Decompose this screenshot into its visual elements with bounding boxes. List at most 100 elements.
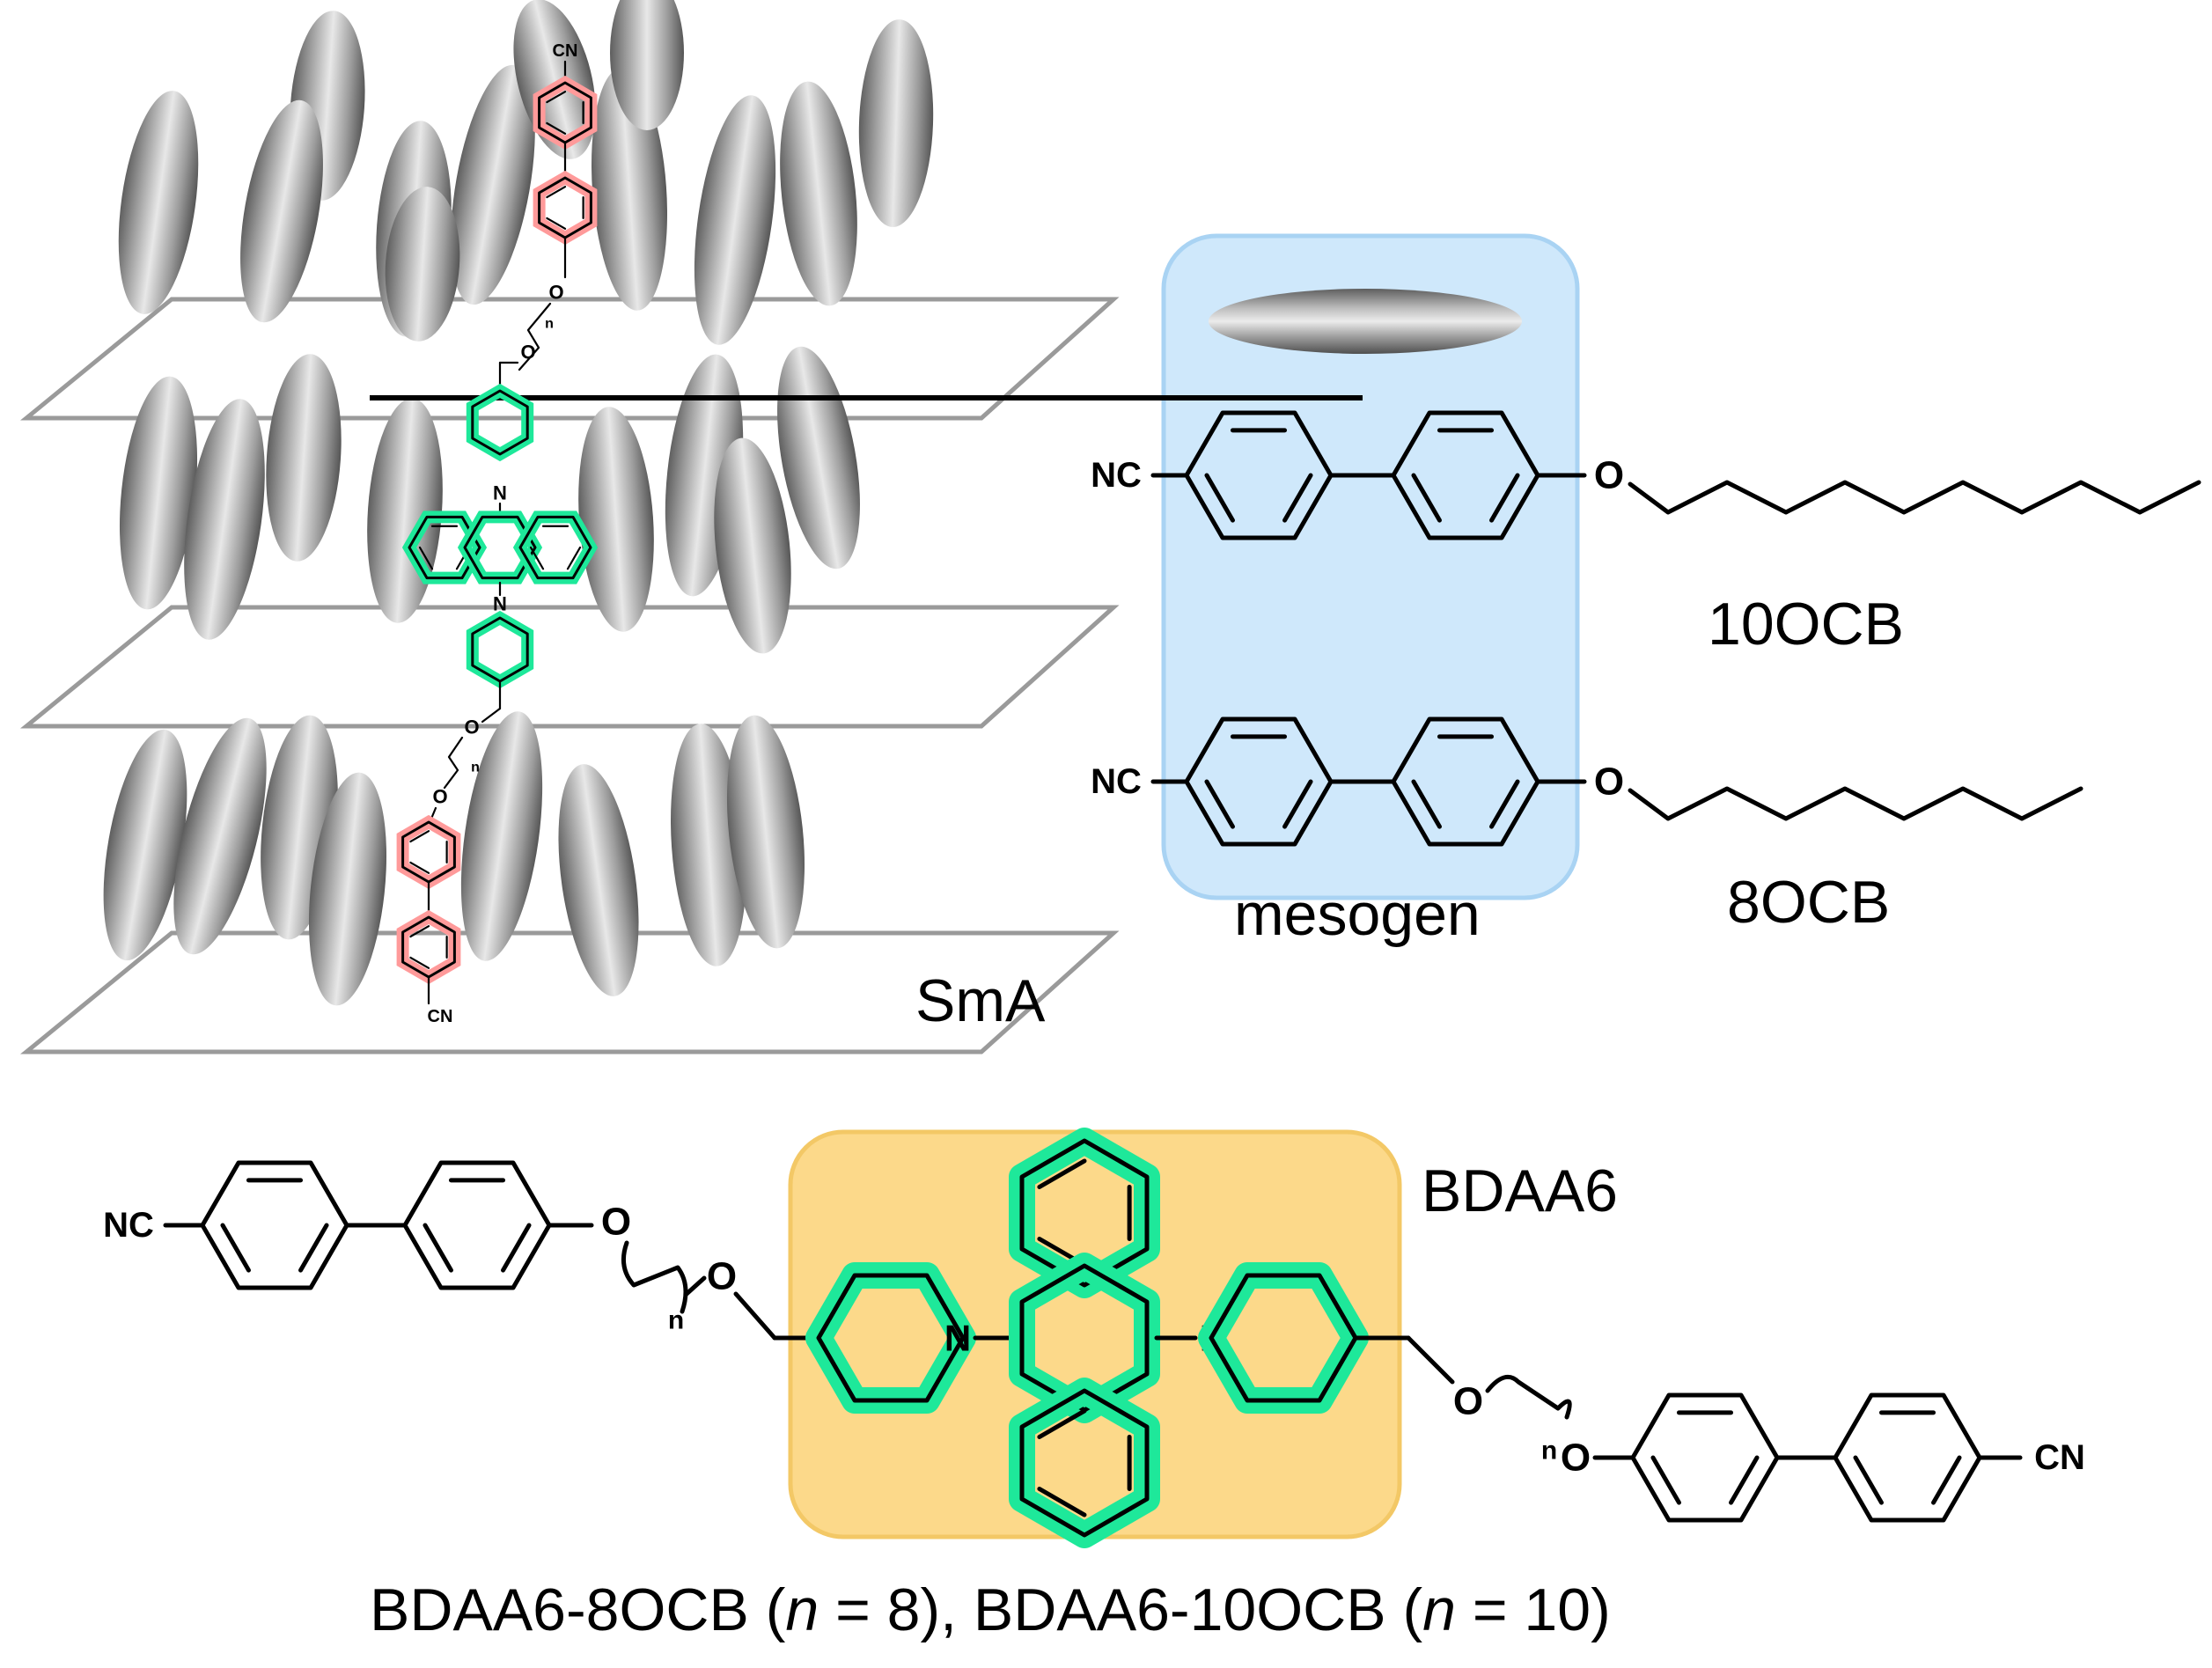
anthracene-outer-ring <box>1019 1388 1150 1538</box>
alkyl-chain <box>1628 480 2201 515</box>
oxygen-label: O <box>432 786 447 808</box>
double-bond <box>546 121 567 135</box>
double-bond <box>1650 1455 1681 1505</box>
double-bond <box>1204 779 1235 829</box>
mesogen-ellipsoid <box>103 729 187 961</box>
double-bond <box>1037 1487 1087 1517</box>
double-bond <box>423 1223 453 1273</box>
mesogen-ellipsoid <box>173 717 267 955</box>
caption-text-3: = 10) <box>1456 1576 1611 1643</box>
mesogen-ellipsoid <box>184 399 265 640</box>
mesogen-ellipsoid <box>367 398 443 623</box>
nitrile-label: NC <box>1091 762 1142 801</box>
8ocb-label: 8OCB <box>1727 869 1890 936</box>
oxygen-label: O <box>464 716 479 738</box>
mesogen-ellipsoid <box>119 376 198 610</box>
phenyl-ring <box>1833 1392 1982 1523</box>
mesogen-ellipsoid <box>714 437 791 654</box>
double-bond <box>1729 1455 1760 1505</box>
core-highlight-box <box>788 1129 1402 1539</box>
double-bond <box>546 186 567 199</box>
mesogen-ellipsoid-icon <box>1209 289 1522 354</box>
smectic-a-illustration <box>19 0 1120 1054</box>
mesogen-ellipsoid <box>308 772 387 1006</box>
nitrile-label: CN <box>428 1007 453 1026</box>
double-bond <box>1282 779 1313 829</box>
piperidine-ring <box>471 389 529 456</box>
phenyl-ring <box>401 915 456 979</box>
oxygen-label: O <box>707 1255 737 1298</box>
caption: BDAA6-8OCB (n = 8), BDAA6-10OCB (n = 10) <box>370 1576 1611 1643</box>
sma-label: SmA <box>915 967 1046 1034</box>
piperidine-ring <box>816 1273 966 1403</box>
alkyl-chain <box>1628 786 2083 821</box>
mesogen-ellipsoid <box>780 81 857 306</box>
repeat-subscript: n <box>545 317 554 332</box>
10ocb-structure: NC O <box>1091 410 2201 540</box>
nitrogen-label: N <box>944 1318 971 1359</box>
double-bond <box>409 830 430 843</box>
double-bond <box>529 546 545 570</box>
oxygen-label: O <box>1594 761 1624 804</box>
piperidine-ring-highlight <box>466 610 534 689</box>
mesogen-label: mesogen <box>1234 881 1481 948</box>
oxygen-label: O <box>520 342 535 364</box>
double-bond <box>566 546 582 570</box>
mesogen-ellipsoid <box>858 19 934 227</box>
double-bond <box>1489 473 1520 523</box>
mesogen-ellipsoid <box>610 0 684 130</box>
mesogen-ellipsoid <box>385 187 460 342</box>
bond <box>430 806 437 820</box>
methylene-chain <box>518 302 552 371</box>
caption-n-1: n <box>785 1576 819 1643</box>
mesogen-ellipsoid <box>266 354 342 562</box>
mesogen-ellipsoid <box>118 91 199 314</box>
double-bond <box>546 217 567 230</box>
oxygen-label: O <box>1561 1437 1591 1480</box>
10ocb-label: 10OCB <box>1708 591 1904 658</box>
nitrile-label: CN <box>2034 1438 2085 1477</box>
anthracene-central-ring <box>1019 1263 1150 1413</box>
8ocb-structure: NC O <box>1091 716 2083 847</box>
oxygen-label: O <box>1594 454 1624 497</box>
phenyl-ring <box>538 81 592 144</box>
nitrile-label: NC <box>1091 456 1142 495</box>
anthracene-outer-ring <box>1019 1138 1150 1288</box>
nitrile-label: NC <box>103 1206 154 1245</box>
double-bond <box>409 861 430 874</box>
nitrogen-label: N <box>493 482 507 504</box>
methylene-chain <box>1485 1374 1572 1420</box>
double-bond <box>409 925 430 938</box>
mesogen-highlight-box <box>1161 233 1580 900</box>
mesogen-ellipsoid <box>558 764 639 996</box>
bond <box>1406 1335 1455 1385</box>
double-bond <box>409 956 430 969</box>
double-bond <box>1853 1455 1884 1505</box>
double-bond <box>418 546 434 570</box>
bdaa6-label: BDAA6 <box>1422 1157 1618 1224</box>
methylene-chain <box>443 736 464 790</box>
anthracene-outer-ring <box>518 515 592 580</box>
smectic-layer-plane-2 <box>19 605 1120 729</box>
nitrogen-label: N <box>493 593 507 615</box>
double-bond <box>1037 1408 1087 1439</box>
double-bond <box>1489 779 1520 829</box>
smectic-layer-plane-3 <box>19 930 1120 1054</box>
double-bond <box>1037 1158 1087 1189</box>
bond <box>481 707 502 724</box>
double-bond <box>1931 1455 1962 1505</box>
double-bond <box>501 1223 532 1273</box>
phenyl-ring <box>1630 1392 1780 1523</box>
mesogen-ellipsoids <box>103 0 934 1006</box>
bond <box>684 1275 707 1297</box>
mesogen-ellipsoid <box>777 346 860 569</box>
double-bond <box>220 1223 251 1273</box>
oxygen-label: O <box>1453 1380 1483 1423</box>
smectic-layer-plane-top <box>19 297 1120 421</box>
phenyl-ring <box>538 176 592 239</box>
piperidine-ring <box>1209 1273 1358 1403</box>
double-bond <box>1411 779 1442 829</box>
mesogen-ellipsoid <box>460 711 543 961</box>
